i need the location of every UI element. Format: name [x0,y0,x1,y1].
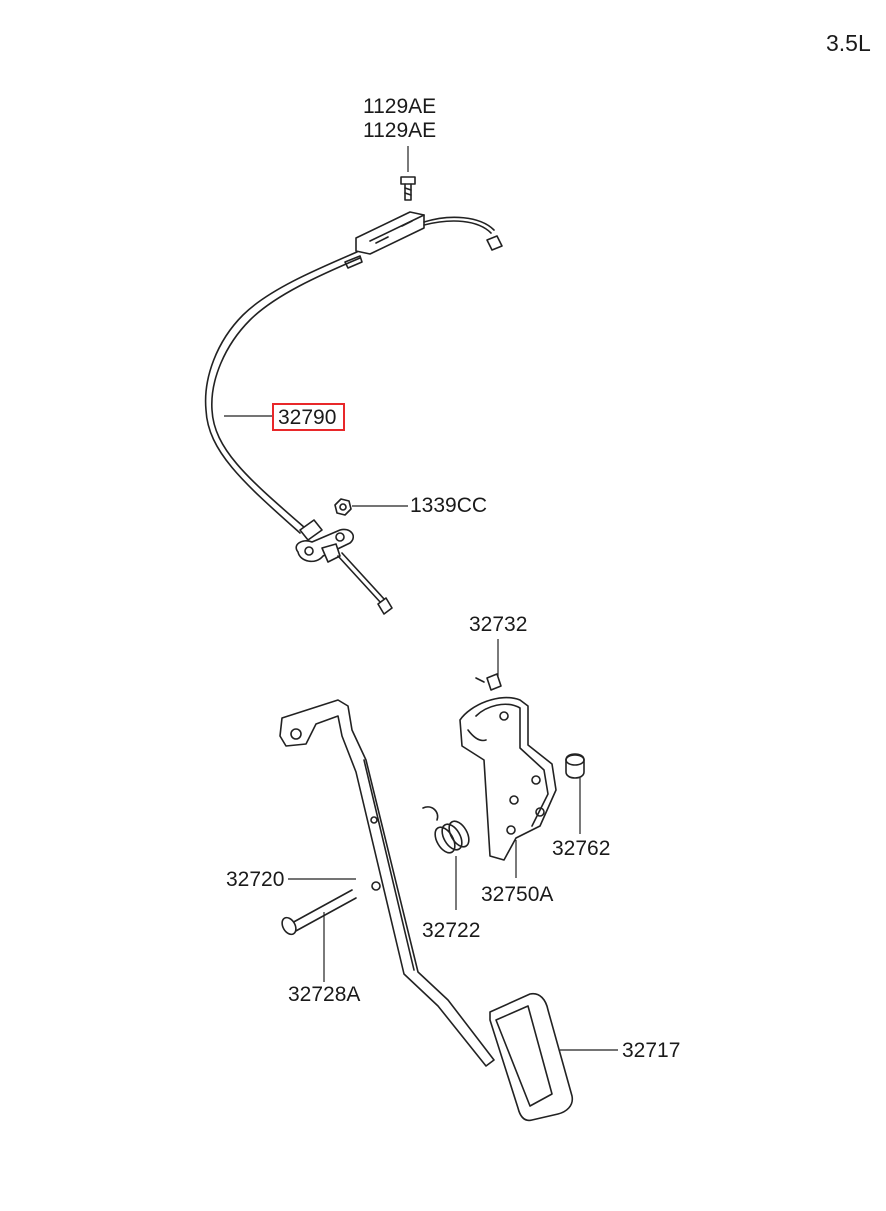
bushing-icon [565,753,585,779]
part-pedal-arm-32720[interactable]: 32720 [226,699,495,1067]
pedal-pad-icon [489,992,574,1122]
stopper-icon [486,673,502,691]
highlight-box-32790 [272,403,345,431]
part-bolt-1129AE[interactable]: 1129AE 1129AE [363,95,436,201]
part-pin-32728A[interactable]: 32728A [279,889,360,1006]
accelerator-cable-assembly[interactable] [204,211,503,615]
part-stopper-32732[interactable]: 32732 [469,613,527,691]
bolt-icon [400,176,416,185]
part-label-1129ae-1[interactable]: 1129AE [363,95,436,118]
part-label-1339cc[interactable]: 1339CC [410,494,487,517]
part-label-32750a[interactable]: 32750A [481,883,553,906]
part-label-32732[interactable]: 32732 [469,613,527,636]
part-pedal-pad-32717[interactable]: 32717 [489,992,680,1122]
part-spring-32722[interactable]: 32722 [422,806,480,942]
part-label-32720[interactable]: 32720 [226,868,284,891]
part-label-1129ae-2[interactable]: 1129AE [363,119,436,142]
pin-head-icon [281,916,297,936]
part-label-32717[interactable]: 32717 [622,1039,680,1062]
part-label-32762[interactable]: 32762 [552,837,610,860]
part-label-32790[interactable]: 32790 [278,406,336,429]
part-bushing-32762[interactable]: 32762 [552,753,610,860]
nut-icon [334,498,352,516]
part-bracket-32750A[interactable]: 32750A [459,696,557,906]
part-label-32728a[interactable]: 32728A [288,983,360,1006]
engine-label: 3.5L [826,30,871,56]
part-label-32722[interactable]: 32722 [422,919,480,942]
part-nut-1339CC[interactable]: 1339CC [334,494,487,517]
